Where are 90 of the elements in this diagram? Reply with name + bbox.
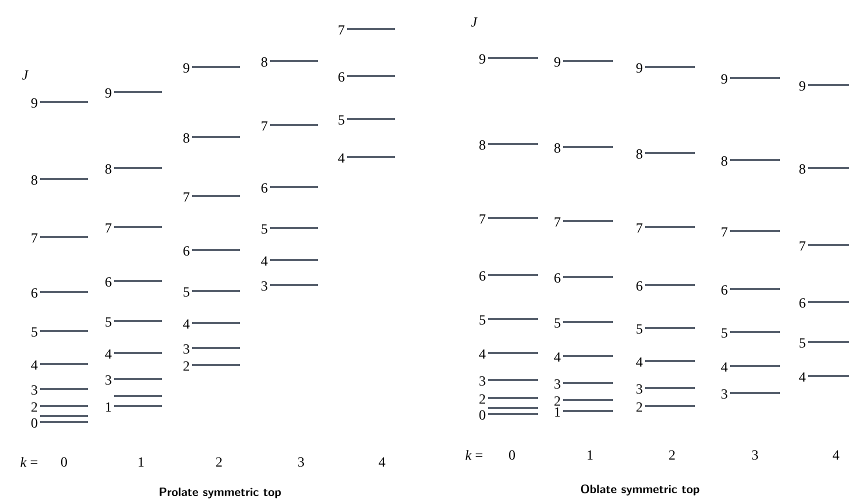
k-value-label: 1	[588, 450, 593, 460]
level-label: 5	[636, 324, 642, 334]
level-label: 9	[183, 63, 190, 73]
level-label: 9	[721, 74, 728, 84]
k-value-label: 3	[298, 457, 304, 467]
level-label: 9	[31, 98, 38, 108]
level-label: 8	[799, 164, 806, 174]
level-label: 5	[262, 224, 268, 234]
level-label: 9	[799, 81, 806, 91]
axis-label: J	[471, 17, 478, 27]
axis-label: k =	[20, 457, 38, 467]
level-label: 5	[106, 317, 112, 327]
level-label: 4	[105, 349, 112, 359]
level-label: 1	[555, 407, 560, 417]
level-label: 2	[183, 361, 190, 371]
level-label: 7	[636, 223, 642, 233]
level-label: 6	[105, 277, 112, 287]
k-value-label: 0	[509, 450, 515, 460]
level-label: 6	[799, 298, 806, 308]
level-label: 5	[480, 315, 486, 325]
level-label: 8	[636, 149, 642, 159]
level-label: 7	[800, 241, 806, 251]
level-label: 6	[554, 273, 560, 283]
level-label: 5	[32, 327, 38, 337]
level-label: 4	[799, 372, 806, 382]
k-value-label: 3	[752, 450, 758, 460]
level-label: 4	[636, 357, 643, 367]
level-label: 7	[262, 121, 268, 131]
k-value-label: 2	[216, 457, 222, 467]
level-label: 1	[106, 402, 111, 412]
level-label: 3	[32, 385, 38, 395]
level-label: 7	[480, 214, 486, 224]
level-label: 3	[554, 379, 560, 389]
level-label: 3	[262, 281, 268, 291]
level-label: 4	[338, 153, 345, 163]
level-label: 2	[636, 402, 642, 412]
level-label: 3	[636, 384, 642, 394]
level-label: 9	[479, 54, 486, 64]
level-label: 4	[183, 319, 190, 329]
level-label: 6	[636, 281, 642, 291]
level-label: 5	[184, 287, 190, 297]
k-value-label: 4	[378, 457, 386, 467]
level-label: 5	[722, 328, 728, 338]
level-label: 4	[479, 349, 486, 359]
k-value-label: 0	[61, 457, 67, 467]
level-label: 8	[261, 57, 268, 67]
level-label: 0	[31, 418, 38, 428]
level-label: 2	[479, 394, 486, 404]
level-label: 3	[106, 375, 112, 385]
k-value-label: 2	[669, 450, 675, 460]
level-label: 5	[800, 338, 806, 348]
level-label: 6	[721, 285, 728, 295]
level-label: 6	[338, 72, 344, 82]
level-label: 2	[554, 396, 560, 406]
level-label: 9	[554, 57, 560, 67]
level-label: 7	[722, 227, 728, 237]
level-label: 8	[554, 143, 560, 153]
level-label: 5	[338, 115, 344, 125]
level-label: 4	[261, 256, 268, 266]
level-label: 4	[31, 360, 38, 370]
level-label: 8	[31, 175, 38, 185]
level-label: 3	[480, 376, 486, 386]
panel-caption: Oblate symmetric top	[581, 484, 700, 496]
axis-label: J	[22, 70, 29, 80]
level-label: 8	[183, 133, 190, 143]
level-label: 3	[722, 389, 728, 399]
level-label: 4	[554, 352, 561, 362]
level-label: 6	[479, 271, 486, 281]
k-value-label: 4	[832, 450, 840, 460]
level-label: 7	[554, 217, 560, 227]
level-label: 8	[105, 164, 112, 174]
level-label: 7	[338, 25, 344, 35]
level-label: 3	[184, 344, 190, 354]
level-label: 9	[105, 88, 112, 98]
level-label: 8	[721, 156, 728, 166]
level-label: 4	[721, 362, 728, 372]
level-label: 0	[479, 410, 486, 420]
level-label: 5	[554, 318, 560, 328]
panel-caption: Prolate symmetric top	[160, 488, 281, 498]
level-label: 8	[479, 140, 486, 150]
level-label: 6	[31, 288, 38, 298]
level-label: 2	[31, 402, 38, 412]
level-label: 9	[636, 63, 642, 73]
level-label: 7	[106, 223, 112, 233]
level-label: 7	[32, 233, 38, 243]
axis-label: k =	[466, 450, 482, 460]
level-label: 6	[183, 246, 190, 256]
level-label: 6	[261, 183, 268, 193]
level-label: 7	[184, 192, 190, 202]
k-value-label: 1	[138, 457, 144, 467]
